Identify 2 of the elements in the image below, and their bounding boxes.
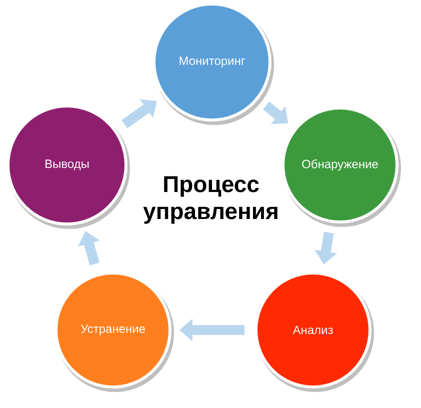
- center-title: Процесс управления: [143, 176, 278, 224]
- arrow: [122, 99, 157, 128]
